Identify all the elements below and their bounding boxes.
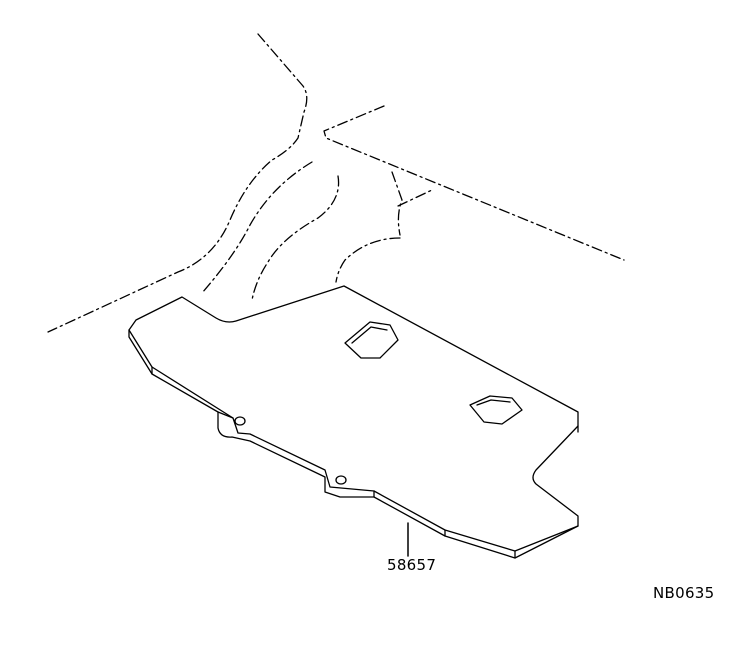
panel-cutouts bbox=[344, 321, 523, 425]
locating-hole-left bbox=[234, 416, 246, 426]
locating-hole-right bbox=[335, 475, 347, 485]
cutout-rear bbox=[469, 395, 523, 425]
cutout-front bbox=[344, 321, 399, 359]
part-number-label: 58657 bbox=[387, 556, 437, 574]
floor-silencer-panel bbox=[128, 285, 579, 559]
diagram-code-label: NB0635 bbox=[653, 584, 715, 602]
phantom-body-outline bbox=[47, 33, 625, 333]
locating-holes bbox=[234, 416, 347, 485]
